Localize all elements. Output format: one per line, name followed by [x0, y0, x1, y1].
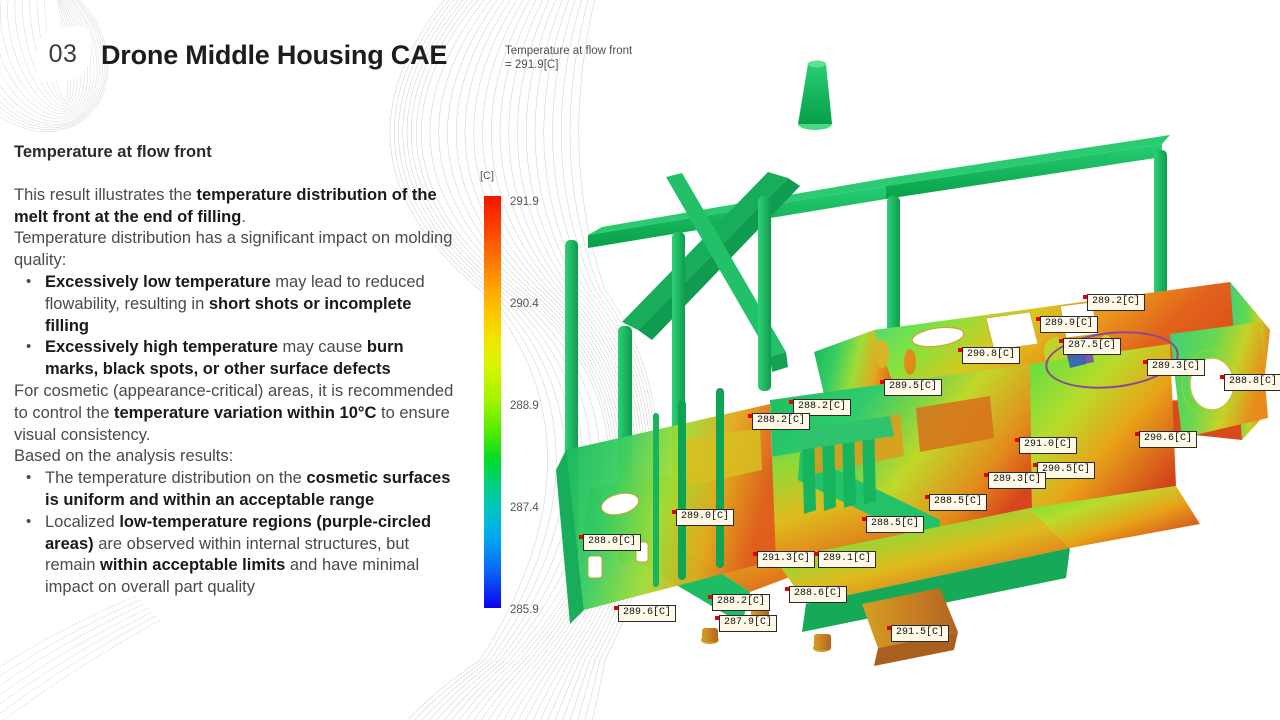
- bullet1-bold1: Excessively low temperature: [45, 272, 271, 291]
- paragraph-results-lead: Based on the analysis results:: [14, 447, 234, 466]
- probe-label: 288.5[C]: [866, 516, 925, 533]
- probe-label: 290.5[C]: [1037, 462, 1096, 479]
- result-caption: Temperature at flow front = 291.9[C]: [505, 44, 735, 72]
- bullet1-bold2: short shots or incomplete filling: [45, 294, 412, 335]
- cosmetic-pre: For cosmetic (appearance-critical) areas…: [14, 381, 454, 422]
- probe-label: 291.5[C]: [891, 625, 950, 642]
- probe-label: 288.8[C]: [1224, 374, 1280, 391]
- list-item: The temperature distribution on the cosm…: [14, 467, 454, 512]
- paragraph-impact: Temperature distribution has a significa…: [14, 229, 453, 270]
- colorbar-tick-max: 291.9: [510, 196, 539, 208]
- probe-label: 288.0[C]: [583, 534, 642, 551]
- colorbar-unit-label: [C]: [480, 170, 495, 182]
- probe-label: 289.9[C]: [1040, 316, 1099, 333]
- probe-label: 289.5[C]: [884, 379, 943, 396]
- colorbar-tick-3: 288.9: [510, 400, 539, 412]
- slide-number: 03: [48, 39, 78, 68]
- probe-label: 289.3[C]: [988, 472, 1047, 489]
- paragraph-cosmetic: For cosmetic (appearance-critical) areas…: [14, 381, 454, 446]
- probe-label: 289.0[C]: [676, 509, 735, 526]
- probe-label: 288.2[C]: [752, 413, 811, 430]
- probe-label: 287.9[C]: [719, 615, 778, 632]
- list-item: Excessively low temperature may lead to …: [14, 271, 454, 337]
- intro-pre: This result illustrates the: [14, 185, 197, 204]
- bullet4-bold1: low-temperature regions (purple-circled …: [45, 512, 432, 553]
- bullet4-mid: are observed within internal structures,…: [45, 534, 410, 575]
- bullet4-post: and have minimal impact on overall part …: [45, 556, 420, 597]
- probe-label: 290.8[C]: [962, 347, 1021, 364]
- temperature-colorbar: [484, 196, 501, 608]
- probe-label: 291.0[C]: [1019, 437, 1078, 454]
- list-item: Excessively high temperature may cause b…: [14, 336, 454, 381]
- colorbar-tick-2: 290.4: [510, 298, 539, 310]
- paragraph-intro: This result illustrates the temperature …: [14, 185, 454, 229]
- section-title: Temperature at flow front: [14, 143, 212, 161]
- bullet4-pre: Localized: [45, 512, 120, 531]
- list-item: Localized low-temperature regions (purpl…: [14, 511, 454, 599]
- description-column: Temperature at flow front This result il…: [14, 143, 454, 599]
- probe-label: 291.3[C]: [757, 551, 816, 568]
- intro-bold: temperature distribution of the melt fro…: [14, 185, 437, 226]
- impact-bullet-list: Excessively low temperature may lead to …: [14, 271, 454, 381]
- probe-label: 289.1[C]: [818, 551, 877, 568]
- cae-result-viewport: Temperature at flow front = 291.9[C] [C]…: [470, 0, 1280, 720]
- intro-post: .: [241, 207, 246, 226]
- probe-label: 289.3[C]: [1147, 359, 1206, 376]
- result-caption-line2: = 291.9[C]: [505, 59, 559, 71]
- bullet4-bold2: within acceptable limits: [100, 556, 286, 575]
- probe-label: 288.6[C]: [789, 586, 848, 603]
- probe-label: 290.6[C]: [1139, 431, 1198, 448]
- bullet3-pre: The temperature distribution on the: [45, 469, 307, 488]
- bullet2-bold1: Excessively high temperature: [45, 338, 278, 357]
- probe-label: 287.5[C]: [1063, 338, 1122, 355]
- slide-number-badge: 03: [36, 27, 90, 81]
- colorbar-tick-min: 285.9: [510, 604, 539, 616]
- bullet2-mid: may cause: [277, 338, 367, 357]
- probe-label: 289.2[C]: [1087, 294, 1146, 311]
- result-caption-line1: Temperature at flow front: [505, 45, 633, 57]
- probe-label: 288.2[C]: [712, 594, 771, 611]
- probe-label: 289.6[C]: [618, 605, 677, 622]
- results-bullet-list: The temperature distribution on the cosm…: [14, 467, 454, 599]
- colorbar-tick-4: 287.4: [510, 502, 539, 514]
- page-title: Drone Middle Housing CAE: [101, 40, 448, 70]
- probe-label: 288.2[C]: [793, 399, 852, 416]
- bullet1-mid: may lead to reduced flowability, resulti…: [45, 272, 425, 313]
- probe-label: 288.5[C]: [929, 494, 988, 511]
- cosmetic-bold: temperature variation within 10°C: [113, 403, 377, 422]
